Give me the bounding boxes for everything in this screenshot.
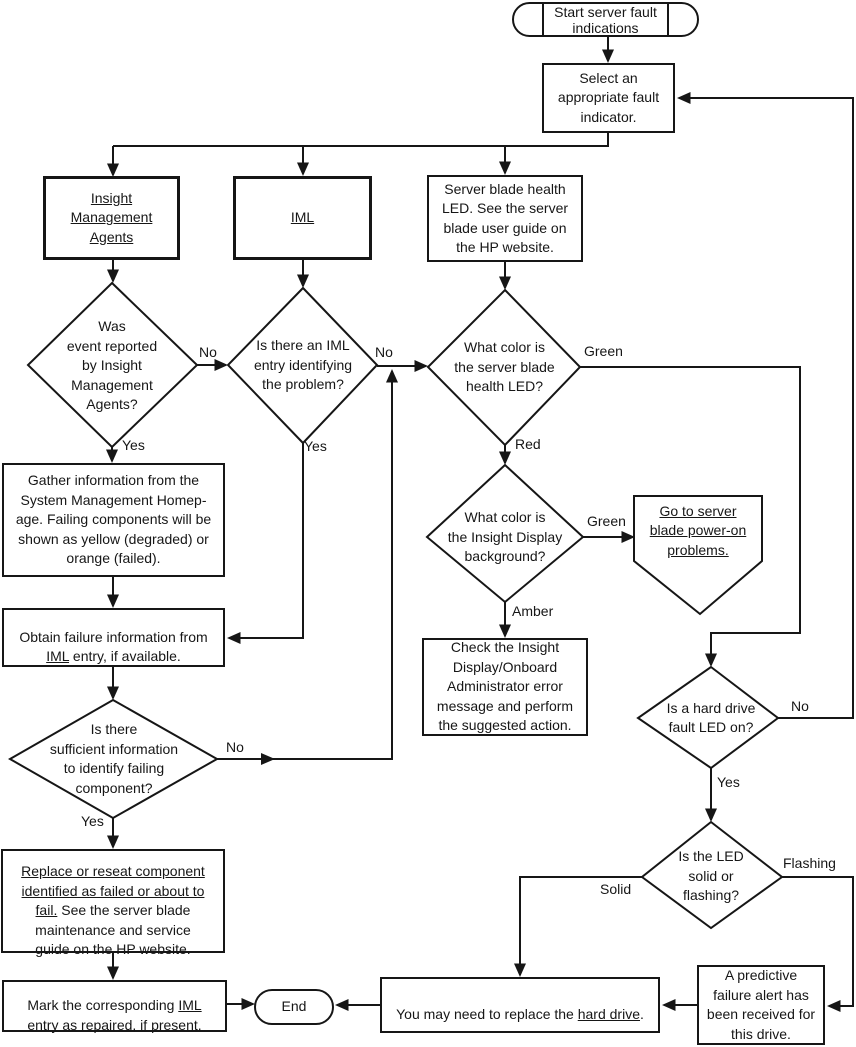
edge-label-sufficient-yes: Yes (81, 813, 104, 829)
decision-iml-entry-text: Is there an IML entry identifying the pr… (253, 337, 353, 393)
edge-label-display-amber: Amber (512, 603, 554, 619)
terminator-start-label: Start server fault indications (543, 3, 668, 36)
mark-iml-link[interactable]: IML (178, 997, 202, 1014)
edge-led-solid (514, 876, 642, 977)
decision-health-color-label: What color is the server blade health LE… (424, 338, 585, 397)
edge-select-branch-trunk (113, 133, 609, 147)
goto-power-on-link[interactable]: Go to server blade power-on problems. (649, 502, 747, 558)
decision-fault-led-shape (636, 665, 780, 770)
edge-label-display-green: Green (587, 513, 626, 529)
process-gather-information: Gather information from the System Manag… (2, 463, 225, 577)
process-iml: IML (233, 176, 372, 260)
decision-led-mode-text: Is the LED solid or flashing? (678, 848, 744, 904)
terminator-end-label: End (255, 990, 333, 1024)
edge-health-green (580, 366, 801, 667)
edge-label-sufficient-no: No (226, 739, 244, 755)
decision-fault-led-text: Is a hard drive fault LED on? (666, 699, 756, 736)
process-check-insight-display: Check the Insight Display/Onboard Admini… (422, 638, 588, 736)
replace-hard-drive-post: . (640, 1006, 644, 1022)
process-obtain-failure-information: Obtain failure information from IML entr… (2, 608, 225, 667)
process-predictive-failure-alert: A predictive failure alert has been rece… (697, 965, 825, 1045)
decision-led-mode-label: Is the LED solid or flashing? (651, 847, 771, 906)
edge-label-led-solid: Solid (600, 881, 632, 897)
decision-event-reported-text: Was event reported by Insight Management… (66, 318, 158, 413)
mark-iml-post: entry as repaired, if present. (27, 1016, 202, 1033)
process-replace-or-reseat: Replace or reseat component identified a… (1, 849, 225, 957)
process-server-blade-health-led: Server blade health LED. See the server … (427, 175, 583, 262)
process-select-fault-indicator: Select an appropriate fault indicator. (542, 63, 675, 133)
server-blade-health-led-text: Server blade health LED. See the server … (441, 180, 569, 256)
replace-or-reseat-post: See the server blade maintenance and ser… (35, 902, 191, 957)
decision-iml-entry-label: Is there an IML entry identifying the pr… (223, 336, 383, 395)
decision-event-reported-shape (26, 281, 199, 449)
iml-link[interactable]: IML (290, 209, 315, 226)
decision-display-color-text: What color is the Insight Display backgr… (447, 509, 563, 565)
edge-label-iml-no: No (375, 344, 393, 360)
terminator-start-shape (512, 2, 699, 37)
edge-led-flashing (782, 876, 854, 1012)
decision-sufficient-info-text: Is there sufficient information to ident… (49, 721, 179, 796)
obtain-failure-text: Obtain failure information from IML entr… (19, 608, 207, 667)
decision-sufficient-info-label: Is there sufficient information to ident… (19, 720, 209, 798)
insight-management-agents-link[interactable]: Insight Management Agents (70, 189, 153, 245)
hard-drive-link[interactable]: hard drive (577, 1006, 640, 1022)
decision-health-color-text: What color is the server blade health LE… (454, 339, 555, 395)
gather-information-text: Gather information from the System Manag… (15, 472, 212, 567)
edge-label-iml-yes: Yes (304, 438, 327, 454)
obtain-failure-post: entry, if available. (69, 648, 181, 665)
check-insight-display-text: Check the Insight Display/Onboard Admini… (436, 639, 574, 734)
process-insight-management-agents: Insight Management Agents (43, 176, 180, 260)
terminator-end-shape (254, 989, 334, 1025)
decision-event-reported-label: Was event reported by Insight Management… (27, 317, 197, 415)
decision-fault-led-label: Is a hard drive fault LED on? (649, 698, 773, 738)
edge-label-health-green: Green (584, 343, 623, 359)
edge-label-health-red: Red (515, 436, 541, 452)
predictive-failure-text: A predictive failure alert has been rece… (706, 967, 816, 1042)
obtain-failure-pre: Obtain failure information from (19, 628, 208, 645)
replace-hard-drive-text: You may need to replace the hard drive. (396, 986, 644, 1025)
start-label-text: Start server fault indications (554, 3, 657, 36)
replace-hard-drive-pre: You may need to replace the (396, 1006, 578, 1022)
obtain-failure-iml-link[interactable]: IML (46, 648, 70, 665)
decision-sufficient-info-shape (7, 698, 220, 820)
process-mark-iml-repaired: Mark the corresponding IML entry as repa… (2, 980, 227, 1033)
offpage-goto-power-on-label: Go to server blade power-on problems. (638, 501, 758, 561)
edge-label-event-no: No (199, 344, 217, 360)
decision-display-color-shape (425, 463, 585, 604)
edge-label-fault-yes: Yes (717, 774, 740, 790)
decision-iml-entry-shape (226, 286, 379, 445)
edge-no-indicator-feedback (677, 92, 854, 719)
decision-health-color-shape (426, 288, 582, 447)
end-label-text: End (281, 998, 307, 1015)
offpage-goto-power-on-shape (633, 495, 763, 616)
decision-led-mode-shape (640, 820, 784, 930)
process-replace-hard-drive: You may need to replace the hard drive. (380, 977, 660, 1033)
mark-iml-text: Mark the corresponding IML entry as repa… (27, 977, 201, 1036)
edge-label-led-flashing: Flashing (783, 855, 836, 871)
replace-or-reseat-link[interactable]: Replace or reseat component identified a… (21, 863, 205, 918)
select-fault-indicator-text: Select an appropriate fault indicator. (557, 69, 660, 125)
edge-sufficient-no-midarrow (261, 753, 275, 765)
edge-label-event-yes: Yes (122, 437, 145, 453)
replace-or-reseat-text: Replace or reseat component identified a… (21, 843, 205, 960)
mark-iml-pre: Mark the corresponding (27, 997, 179, 1014)
edge-iml-yes (227, 443, 304, 644)
edge-label-fault-no: No (791, 698, 809, 714)
edge-sufficient-no (217, 369, 398, 760)
decision-display-color-label: What color is the Insight Display backgr… (415, 508, 595, 567)
